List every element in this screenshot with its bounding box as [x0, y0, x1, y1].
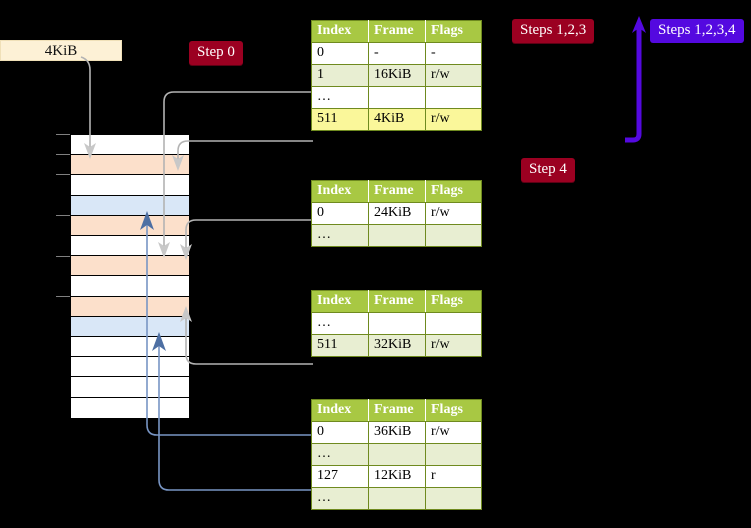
table-row[interactable]: 0 36KiB r/w — [311, 421, 482, 444]
cell-index: … — [311, 312, 369, 335]
table-row[interactable]: … — [311, 443, 482, 466]
table-row[interactable]: … — [311, 224, 482, 247]
cell-flags: r/w — [425, 421, 482, 444]
column-header-index: Index — [311, 399, 369, 422]
table-row[interactable]: 0 24KiB r/w — [311, 202, 482, 225]
column-header-index: Index — [311, 20, 369, 43]
table-row[interactable]: 1 16KiB r/w — [311, 64, 482, 87]
page-table-pd: Index Frame Flags … 511 32KiB r/w — [311, 290, 482, 357]
physical-memory-column — [70, 134, 190, 418]
memory-frame-9[interactable] — [71, 316, 189, 338]
memory-frame-4[interactable] — [71, 215, 189, 237]
cell-frame — [368, 224, 426, 247]
cell-frame — [368, 443, 426, 466]
column-header-frame: Frame — [368, 399, 426, 422]
connector-pml4-row1-to-memory — [158, 91, 315, 258]
table-row[interactable]: 0 - - — [311, 42, 482, 65]
cell-frame: 32KiB — [368, 334, 426, 357]
connector-pdpt-row0-to-memory — [180, 219, 313, 260]
cell-flags: r/w — [425, 64, 482, 87]
badge-step-4: Step 4 — [521, 158, 575, 182]
connector-pml4-row511-to-memory — [172, 140, 313, 171]
cell-flags — [425, 487, 482, 510]
memory-frame-7[interactable] — [71, 276, 189, 297]
cell-flags: r/w — [425, 334, 482, 357]
page-table-pdpt: Index Frame Flags 0 24KiB r/w … — [311, 180, 482, 247]
cell-flags: r — [425, 465, 482, 488]
cell-frame — [368, 312, 426, 335]
cell-flags: - — [425, 42, 482, 65]
column-header-flags: Flags — [425, 20, 482, 43]
table-row[interactable]: 511 32KiB r/w — [311, 334, 482, 357]
cell-flags — [425, 224, 482, 247]
cell-index: 511 — [311, 108, 369, 131]
cell-index: 511 — [311, 334, 369, 357]
column-header-index: Index — [311, 290, 369, 313]
memory-frame-6[interactable] — [71, 256, 189, 277]
cell-frame — [368, 86, 426, 109]
column-header-frame: Frame — [368, 20, 426, 43]
cell-frame: 24KiB — [368, 202, 426, 225]
table-row[interactable]: … — [311, 312, 482, 335]
cell-index: … — [311, 86, 369, 109]
cell-flags — [425, 312, 482, 335]
cell-flags — [425, 86, 482, 109]
memory-tick-0 — [56, 134, 70, 135]
memory-tick-5 — [56, 296, 70, 297]
memory-frame-1[interactable] — [71, 155, 189, 176]
connector-pt-row0-to-memory — [140, 211, 318, 436]
column-header-frame: Frame — [368, 180, 426, 203]
cell-flags — [425, 443, 482, 466]
cell-flags: r/w — [425, 108, 482, 131]
column-header-flags: Flags — [425, 180, 482, 203]
cell-frame — [368, 487, 426, 510]
column-header-flags: Flags — [425, 399, 482, 422]
column-header-flags: Flags — [425, 290, 482, 313]
memory-frame-5[interactable] — [71, 236, 189, 257]
cell-index: … — [311, 224, 369, 247]
memory-tick-2 — [56, 174, 70, 175]
cell-index: 0 — [311, 421, 369, 444]
cell-index: … — [311, 487, 369, 510]
connector-pd-row511-to-memory — [180, 306, 313, 365]
cell-frame: 12KiB — [368, 465, 426, 488]
page-table-pt: Index Frame Flags 0 36KiB r/w … 127 12Ki… — [311, 399, 482, 510]
badge-steps-1-2-3: Steps 1,2,3 — [512, 19, 595, 43]
cell-frame: 36KiB — [368, 421, 426, 444]
connector-pt-row127-to-memory — [152, 332, 318, 491]
memory-tick-4 — [56, 256, 70, 257]
table-row[interactable]: … — [311, 487, 482, 510]
memory-frame-0[interactable] — [71, 135, 189, 156]
page-table-pml4: Index Frame Flags 0 - - 1 16KiB r/w … 51… — [311, 20, 482, 131]
badge-step-0: Step 0 — [189, 41, 243, 65]
cell-frame: - — [368, 42, 426, 65]
cell-index: 127 — [311, 465, 369, 488]
cell-index: 0 — [311, 202, 369, 225]
badge-steps-1-2-3-4: Steps 1,2,3,4 — [650, 19, 744, 43]
connector-4kib-to-memory — [80, 56, 96, 159]
cell-flags: r/w — [425, 202, 482, 225]
cell-index: … — [311, 443, 369, 466]
table-row[interactable]: … — [311, 86, 482, 109]
table-row[interactable]: 127 12KiB r — [311, 465, 482, 488]
cell-index: 1 — [311, 64, 369, 87]
table-row-highlighted[interactable]: 511 4KiB r/w — [311, 108, 482, 131]
memory-frame-8[interactable] — [71, 296, 189, 317]
column-header-index: Index — [311, 180, 369, 203]
memory-tick-1 — [56, 154, 70, 155]
column-header-frame: Frame — [368, 290, 426, 313]
memory-frame-3[interactable] — [71, 195, 189, 216]
cell-frame: 4KiB — [368, 108, 426, 131]
purple-bracket-arrow — [625, 16, 646, 143]
memory-frame-2[interactable] — [71, 175, 189, 196]
cell-frame: 16KiB — [368, 64, 426, 87]
cell-index: 0 — [311, 42, 369, 65]
memory-tick-3 — [56, 215, 70, 216]
page-size-label: 4KiB — [0, 40, 122, 61]
